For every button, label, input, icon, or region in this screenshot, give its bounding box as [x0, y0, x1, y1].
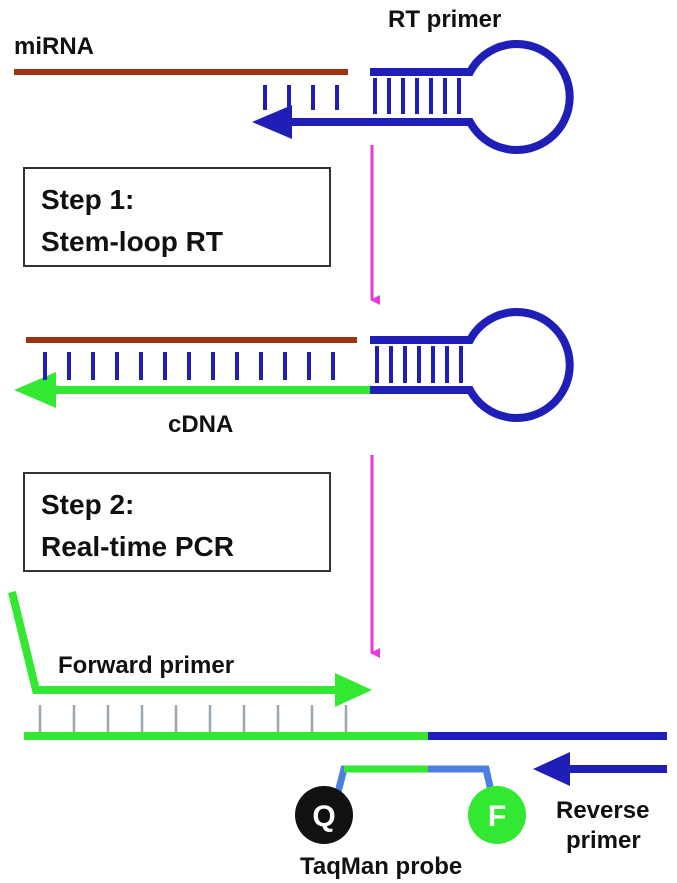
- panel2-rungs: [43, 346, 463, 383]
- quencher: Q: [295, 786, 353, 844]
- step2-title: Step 2:: [41, 489, 135, 520]
- taqman-probe-label: TaqMan probe: [300, 853, 462, 880]
- quencher-label: Q: [312, 800, 335, 833]
- step1-subtitle: Stem-loop RT: [41, 226, 223, 257]
- mirna-label: miRNA: [14, 33, 94, 60]
- fluorophore-icon: [468, 786, 526, 844]
- step2-box: Step 2: Real-time PCR: [23, 472, 331, 572]
- step1-box: Step 1: Stem-loop RT: [23, 167, 331, 267]
- pcr-rungs: [38, 705, 348, 734]
- cdna-strand: [14, 372, 370, 408]
- rt-primer-label: RT primer: [388, 6, 501, 33]
- panel1-rungs: [263, 78, 461, 114]
- rt-primer-stem-loop-2: [370, 308, 574, 422]
- step1-title: Step 1:: [41, 184, 135, 215]
- fluorophore-label: F: [488, 800, 506, 833]
- taqman-probe: [332, 765, 497, 801]
- quencher-icon: [295, 786, 353, 844]
- fluorophore: F: [468, 786, 526, 844]
- forward-primer: [8, 591, 372, 707]
- cdna-label: cDNA: [168, 411, 233, 438]
- reverse-primer-label-line2: primer: [566, 827, 641, 854]
- rt-primer-stem-loop: [252, 40, 574, 154]
- step2-subtitle: Real-time PCR: [41, 531, 234, 562]
- forward-primer-label: Forward primer: [58, 652, 234, 679]
- reverse-primer-label-line1: Reverse: [556, 797, 649, 824]
- reverse-primer: [533, 752, 667, 786]
